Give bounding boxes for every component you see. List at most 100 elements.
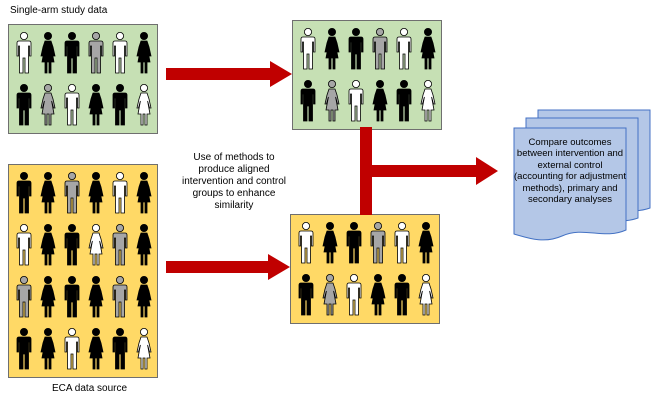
male-person-icon (392, 274, 412, 316)
figure-body (322, 230, 338, 264)
figure-head (20, 276, 28, 284)
figure-body (370, 230, 386, 264)
male-person-icon (346, 80, 366, 122)
female-person-icon (38, 32, 58, 74)
figure-body (322, 282, 338, 316)
male-person-icon (298, 80, 318, 122)
figure-head (302, 222, 310, 230)
male-person-icon (368, 222, 388, 264)
figure-body (88, 92, 104, 126)
male-person-icon (346, 28, 366, 70)
figure-body (324, 88, 340, 122)
female-person-icon (134, 172, 154, 214)
figure-head (140, 32, 148, 40)
figure-body (372, 36, 388, 70)
figure-head (44, 328, 52, 336)
female-person-icon (368, 274, 388, 316)
figure-head (116, 32, 124, 40)
figure-head (20, 32, 28, 40)
figure-body (394, 282, 410, 316)
figure-body (136, 336, 152, 370)
figure-body (40, 40, 56, 74)
figure-head (304, 28, 312, 36)
male-person-icon (344, 274, 364, 316)
figure-head (140, 276, 148, 284)
figure-head (68, 84, 76, 92)
figure-head (422, 222, 430, 230)
female-person-icon (134, 84, 154, 126)
male-person-icon (110, 328, 130, 370)
figure-body (40, 336, 56, 370)
figure-body (88, 232, 104, 266)
comparison-label: Compare outcomes between intervention an… (514, 137, 626, 206)
figure-body (394, 230, 410, 264)
figure-body (88, 284, 104, 318)
figure-head (68, 224, 76, 232)
male-person-icon (344, 222, 364, 264)
male-person-icon (62, 224, 82, 266)
figure-body (40, 284, 56, 318)
figure-body (16, 232, 32, 266)
male-person-icon (394, 80, 414, 122)
figure-body (112, 180, 128, 214)
figure-head (350, 274, 358, 282)
figure-head (424, 28, 432, 36)
figure-body (136, 180, 152, 214)
eca-arrow (166, 254, 290, 280)
male-person-icon (298, 28, 318, 70)
male-person-icon (110, 32, 130, 74)
female-person-icon (134, 328, 154, 370)
figure-head (92, 32, 100, 40)
figure-head (44, 224, 52, 232)
figure-body (298, 230, 314, 264)
female-person-icon (322, 80, 342, 122)
figure-head (398, 274, 406, 282)
female-person-icon (416, 274, 436, 316)
figure-head (20, 224, 28, 232)
male-person-icon (62, 172, 82, 214)
female-person-icon (38, 172, 58, 214)
figure-head (68, 32, 76, 40)
male-person-icon (14, 84, 34, 126)
figure-body (396, 36, 412, 70)
figure-body (136, 284, 152, 318)
female-person-icon (86, 84, 106, 126)
figure-head (326, 222, 334, 230)
figure-head (92, 224, 100, 232)
merge-arrow (360, 127, 498, 215)
figure-body (16, 180, 32, 214)
figure-body (88, 40, 104, 74)
eca-source-label: ECA data source (52, 383, 128, 394)
male-person-icon (86, 32, 106, 74)
figure-body (112, 92, 128, 126)
single-arm-label: Single-arm study data (10, 5, 108, 16)
figure-body (136, 232, 152, 266)
figure-body (16, 336, 32, 370)
female-person-icon (134, 224, 154, 266)
figure-body (396, 88, 412, 122)
female-person-icon (418, 28, 438, 70)
figure-body (40, 232, 56, 266)
figure-body (64, 336, 80, 370)
female-person-icon (320, 274, 340, 316)
figure-body (40, 92, 56, 126)
figure-head (92, 276, 100, 284)
figure-head (352, 80, 360, 88)
male-person-icon (296, 274, 316, 316)
figure-head (44, 32, 52, 40)
female-person-icon (134, 276, 154, 318)
female-person-icon (86, 328, 106, 370)
figure-head (140, 224, 148, 232)
figure-body (348, 36, 364, 70)
figure-head (376, 28, 384, 36)
figure-body (298, 282, 314, 316)
figure-head (400, 80, 408, 88)
male-person-icon (62, 328, 82, 370)
female-person-icon (38, 224, 58, 266)
figure-head (374, 222, 382, 230)
female-person-icon (322, 28, 342, 70)
female-person-icon (86, 172, 106, 214)
male-person-icon (296, 222, 316, 264)
female-person-icon (38, 328, 58, 370)
male-person-icon (110, 172, 130, 214)
